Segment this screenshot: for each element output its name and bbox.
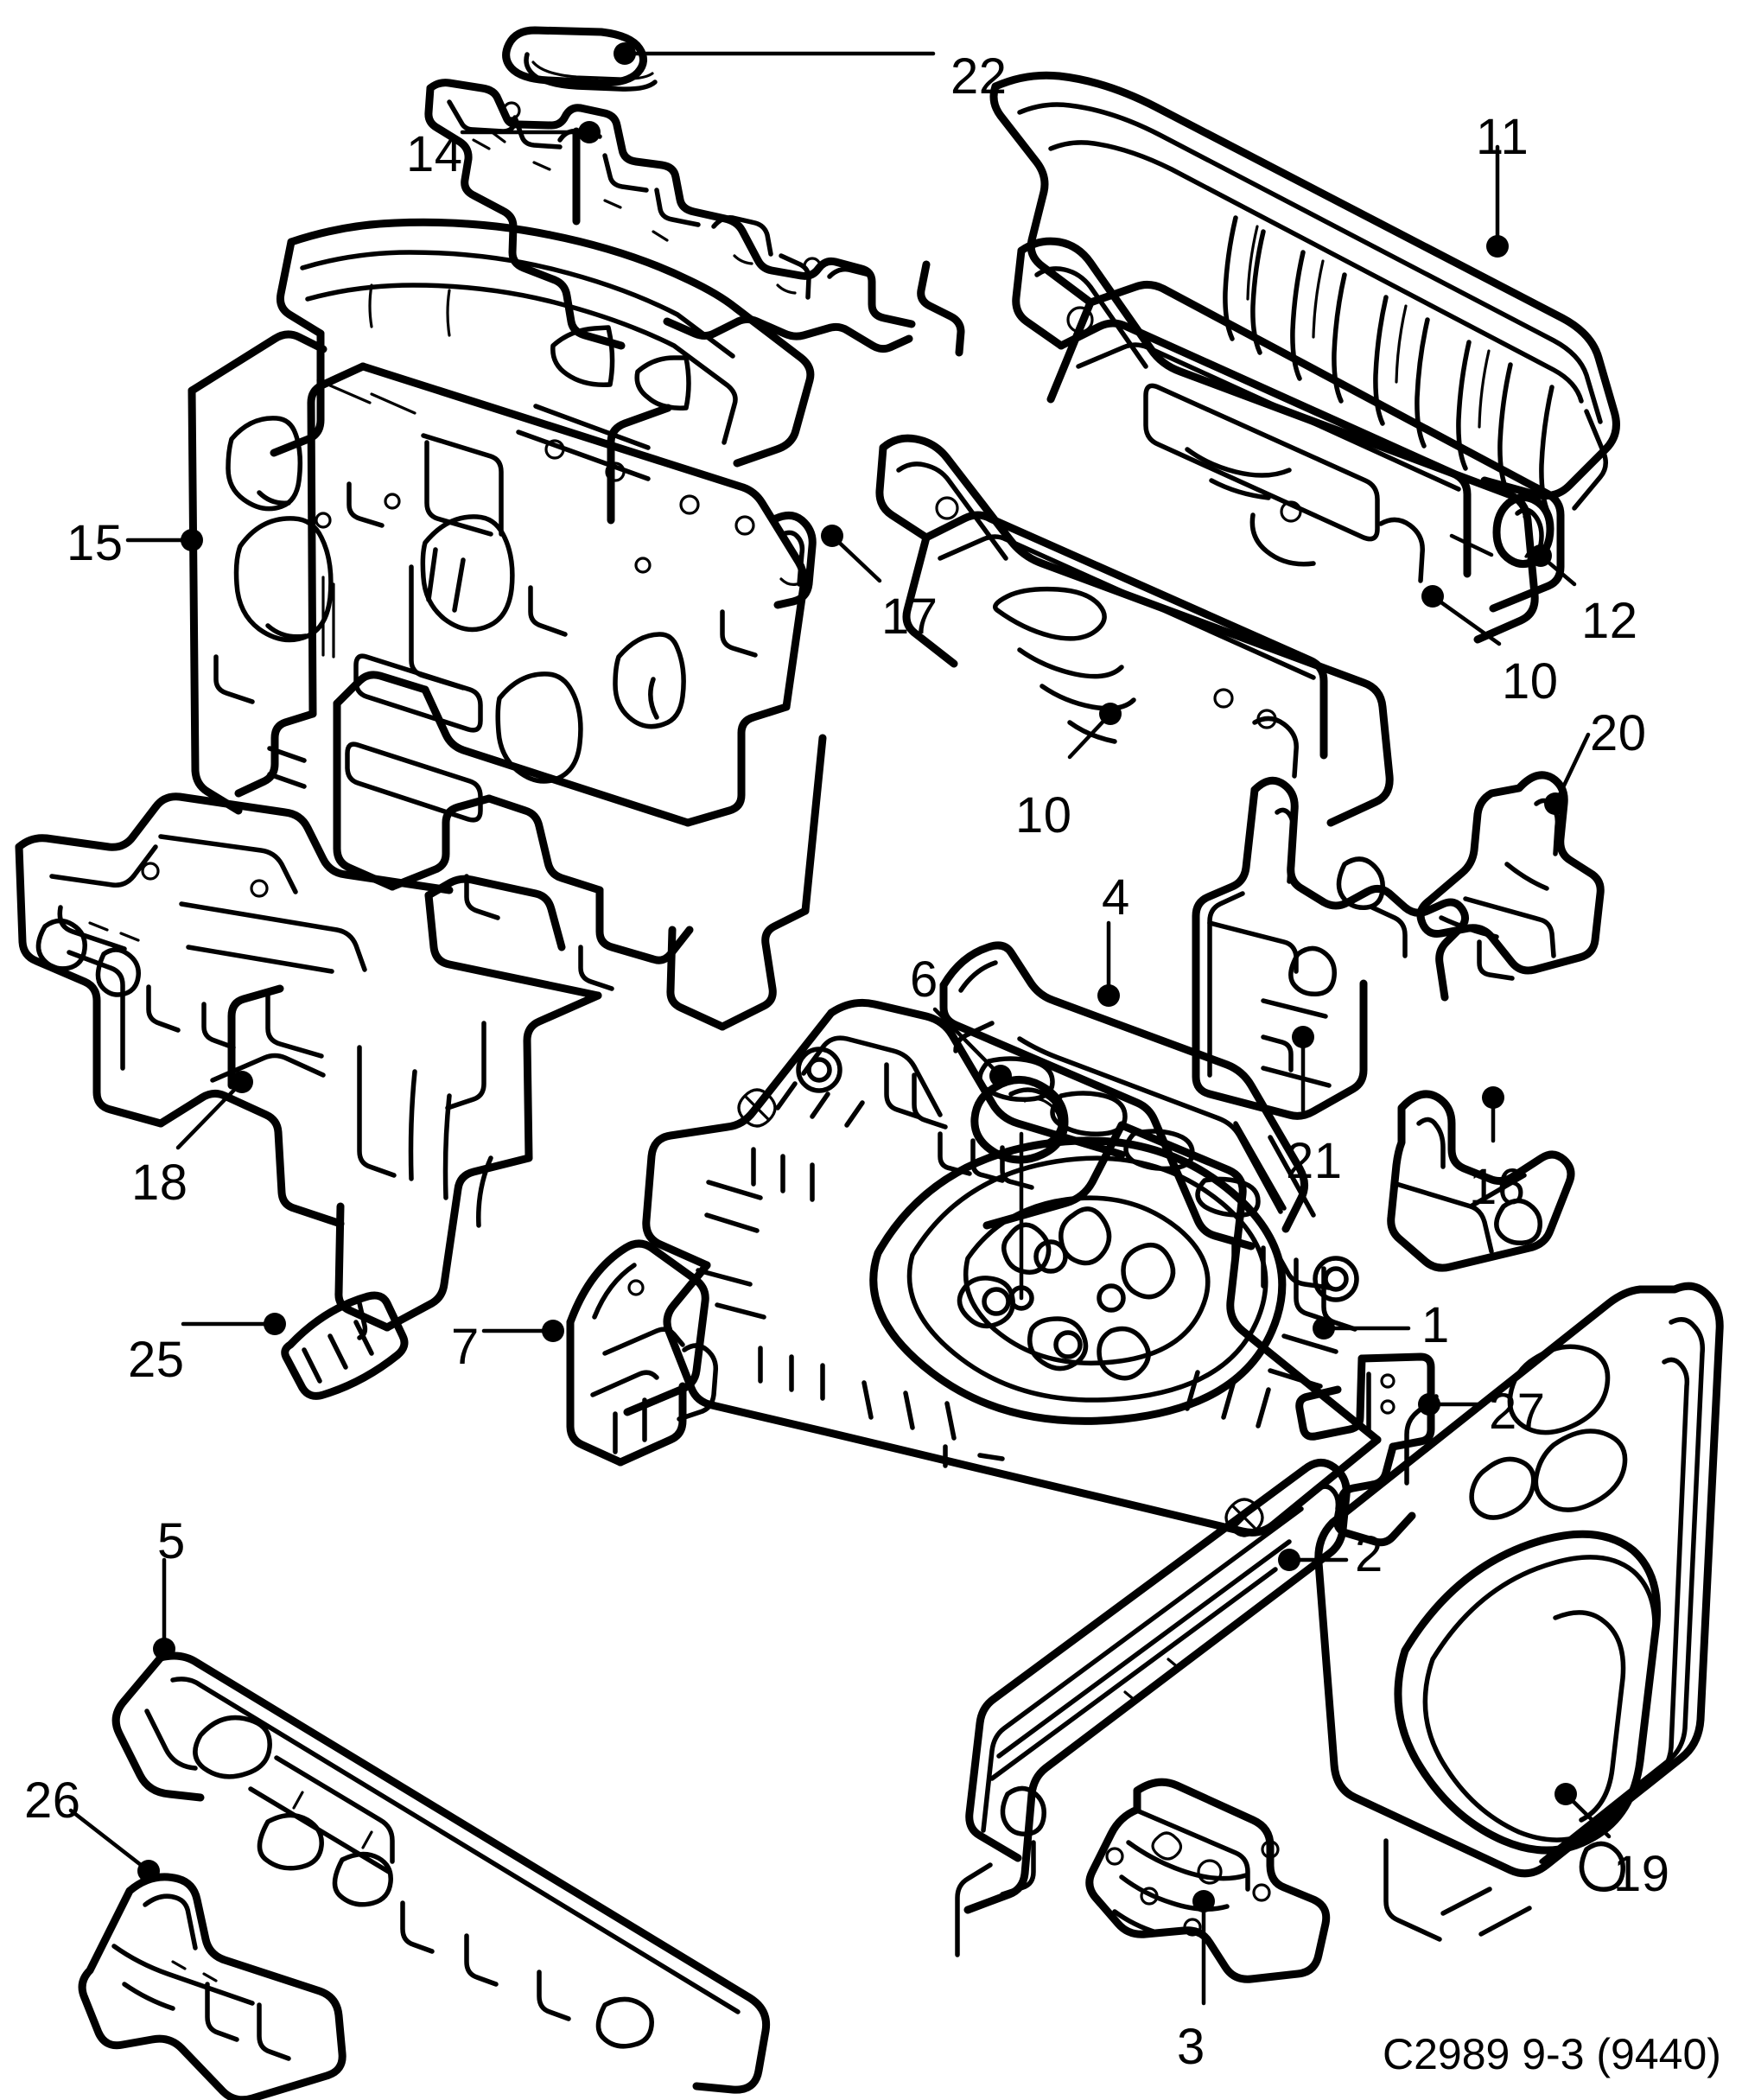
- part-20-rail-reinforcement-bracket: [1416, 771, 1605, 981]
- callout-number-7[interactable]: 7: [451, 1319, 480, 1375]
- callout-number-12[interactable]: 12: [1581, 593, 1638, 649]
- callout-anchor-dot: [1486, 235, 1509, 258]
- callout-number-18[interactable]: 18: [131, 1155, 188, 1211]
- callout-anchor-dot: [153, 1638, 175, 1660]
- part-26-tiedown-reinforcement: [78, 1873, 346, 2100]
- callout-number-19[interactable]: 19: [1613, 1846, 1670, 1902]
- part-14-front-cross-member: [424, 79, 965, 357]
- callout-leader-line: [175, 1079, 245, 1150]
- callout-anchor-dot: [1292, 1026, 1314, 1048]
- callout-anchor-dot: [264, 1313, 286, 1335]
- callout-number-16[interactable]: 16: [1469, 1159, 1526, 1215]
- callout-number-20[interactable]: 20: [1590, 705, 1647, 761]
- diagram-caption: C2989 9-3 (9440): [1383, 2030, 1721, 2078]
- callout-number-15[interactable]: 15: [67, 515, 124, 571]
- part-19-rear-wheelhouse-outer: [1314, 1282, 1724, 1942]
- callout-number-6[interactable]: 6: [910, 951, 938, 1008]
- part-10-rear-end-panel: [875, 237, 1539, 827]
- callout-number-10b[interactable]: 10: [1015, 787, 1072, 843]
- callout-anchor-dot: [1313, 1317, 1335, 1340]
- part-22-oval-plug: [502, 26, 658, 92]
- callout-anchor-dot: [1421, 585, 1444, 608]
- callout-anchor-dot: [614, 42, 636, 65]
- callout-anchor-dot: [1482, 1086, 1504, 1109]
- callout-number-21[interactable]: 21: [1286, 1133, 1343, 1189]
- callout-number-2[interactable]: 2: [1355, 1526, 1383, 1582]
- callout-anchor-dot: [1529, 544, 1552, 567]
- callout-anchor-dot: [1099, 703, 1122, 725]
- callout-anchor-dot: [1278, 1549, 1300, 1571]
- part-17-cowl-bracket: [772, 512, 817, 609]
- callout-number-17[interactable]: 17: [881, 589, 938, 645]
- callout-number-4[interactable]: 4: [1102, 869, 1130, 926]
- callout-anchor-dot: [1097, 984, 1120, 1007]
- callout-number-1[interactable]: 1: [1421, 1297, 1450, 1353]
- callout-number-14[interactable]: 14: [406, 126, 463, 182]
- part-2-rear-side-member-rail: [955, 1459, 1351, 1957]
- callout-anchor-dot: [181, 529, 203, 551]
- callout-number-5[interactable]: 5: [157, 1513, 186, 1569]
- callout-anchor-dot: [137, 1860, 160, 1882]
- callout-leaders: [68, 42, 1612, 2006]
- part-3-suspension-mount-bracket: [1085, 1778, 1331, 1983]
- part-11-rear-shelf-panel: [989, 71, 1620, 613]
- callout-anchor-dot: [578, 121, 601, 143]
- callout-anchor-dot: [542, 1320, 564, 1342]
- callout-anchor-dot: [231, 1071, 253, 1093]
- callout-anchor-dot: [1192, 1890, 1215, 1912]
- part-21-wheelhouse-liner: [1192, 776, 1469, 1120]
- part-1-rear-floor-pan: [642, 998, 1382, 1537]
- callout-anchor-dot: [1554, 1783, 1577, 1805]
- callout-anchor-dot: [1544, 792, 1567, 815]
- part-16-rail-closing-bracket: [1387, 1090, 1575, 1272]
- callout-leader-line: [1553, 732, 1591, 806]
- callout-leader-line: [68, 1808, 151, 1874]
- part-5-rear-floor-extension: [111, 1651, 771, 2094]
- part-25-floor-reinforcement-plate: [281, 1291, 409, 1400]
- callout-number-11[interactable]: 11: [1476, 109, 1529, 165]
- callout-anchor-dot: [989, 1065, 1012, 1087]
- callout-number-26[interactable]: 26: [24, 1772, 81, 1829]
- callout-leader-line: [932, 1007, 1003, 1079]
- callout-leader-line: [1430, 594, 1502, 646]
- callout-anchor-dot: [821, 525, 843, 547]
- callout-anchor-dot: [1418, 1393, 1440, 1416]
- callout-number-10a[interactable]: 10: [1502, 653, 1559, 710]
- callout-number-22[interactable]: 22: [950, 48, 1008, 105]
- part-15-dash-panel: [188, 218, 827, 1031]
- callout-number-3[interactable]: 3: [1177, 2019, 1205, 2075]
- part-18-seat-back-panel: [15, 792, 602, 1332]
- callout-number-27[interactable]: 27: [1489, 1384, 1546, 1440]
- callout-number-25[interactable]: 25: [128, 1332, 185, 1388]
